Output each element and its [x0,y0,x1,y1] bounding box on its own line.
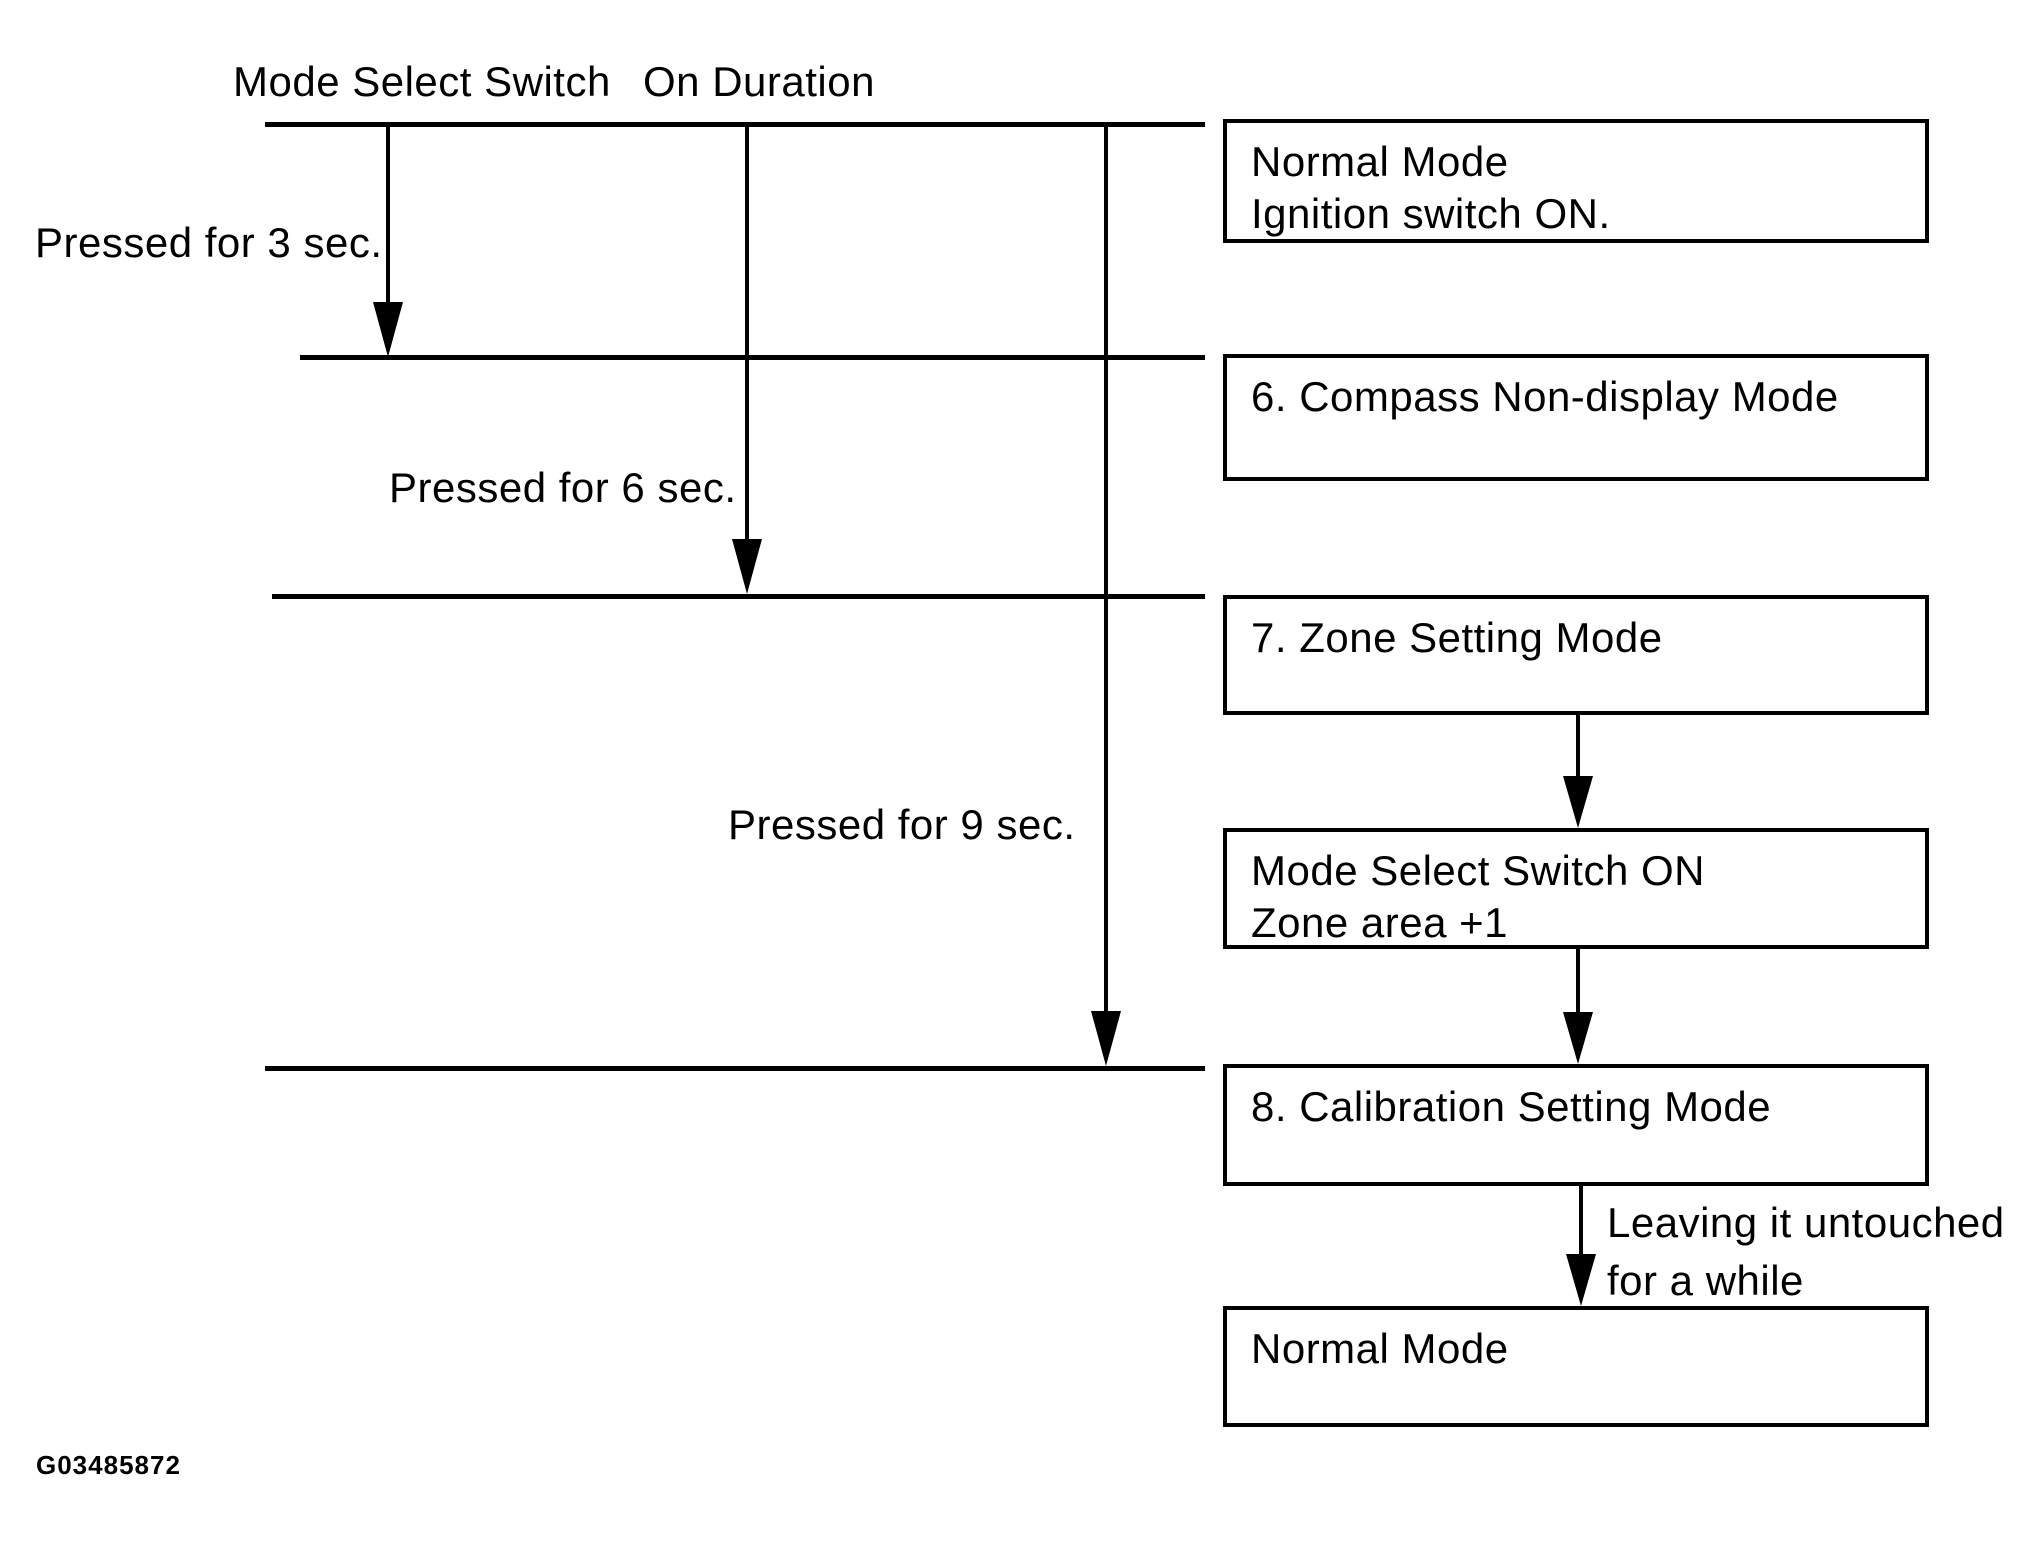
box-zone-setting-mode: 7. Zone Setting Mode [1223,595,1929,715]
timeline-rule-2 [300,355,1205,360]
box-normal-mode-end-line1: Normal Mode [1251,1325,1509,1372]
label-pressed-3-sec: Pressed for 3 sec. [35,219,383,266]
box-compass-non-display-mode-line1: 6. Compass Non-display Mode [1251,373,1839,420]
label-pressed-6-sec: Pressed for 6 sec. [389,464,737,511]
box-normal-mode-start: Normal Mode Ignition switch ON. [1223,119,1929,243]
arrow-calibration-to-normal-shaft [1579,1186,1583,1256]
arrow-9-sec-head-icon [1091,1011,1121,1066]
box-mode-select-switch-on: Mode Select Switch ON Zone area +1 [1223,828,1929,949]
arrow-switch-on-to-calibration-head-icon [1563,1012,1593,1064]
timeline-rule-top [265,122,1205,127]
timeline-rule-bottom [265,1066,1205,1071]
column-header-mode-select-switch: Mode Select Switch [233,58,611,105]
label-leaving-untouched: Leaving it untouched for a while [1607,1194,2005,1310]
box-calibration-setting-mode: 8. Calibration Setting Mode [1223,1064,1929,1186]
figure-id: G03485872 [36,1450,181,1480]
box-normal-mode-start-line2: Ignition switch ON. [1251,190,1611,237]
column-header-on-duration: On Duration [643,58,875,105]
label-leaving-untouched-line1: Leaving it untouched [1607,1199,2005,1246]
arrow-6-sec-head-icon [732,539,762,594]
box-calibration-setting-mode-line1: 8. Calibration Setting Mode [1251,1083,1772,1130]
box-normal-mode-end: Normal Mode [1223,1306,1929,1427]
label-pressed-9-sec: Pressed for 9 sec. [728,801,1076,848]
arrow-6-sec-shaft [745,124,749,541]
box-mode-select-switch-on-line1: Mode Select Switch ON [1251,847,1706,894]
label-leaving-untouched-line2: for a while [1607,1257,1804,1304]
timeline-rule-3 [272,594,1205,599]
box-mode-select-switch-on-line2: Zone area +1 [1251,899,1509,946]
arrow-switch-on-to-calibration-shaft [1576,948,1580,1014]
arrow-calibration-to-normal-head-icon [1566,1254,1596,1306]
box-normal-mode-start-line1: Normal Mode [1251,138,1509,185]
arrow-9-sec-shaft [1104,124,1108,1013]
arrow-zone-to-switch-on-head-icon [1563,776,1593,828]
arrow-3-sec-shaft [386,124,390,304]
box-zone-setting-mode-line1: 7. Zone Setting Mode [1251,614,1663,661]
arrow-zone-to-switch-on-shaft [1576,714,1580,778]
arrow-3-sec-head-icon [373,302,403,357]
box-compass-non-display-mode: 6. Compass Non-display Mode [1223,354,1929,481]
